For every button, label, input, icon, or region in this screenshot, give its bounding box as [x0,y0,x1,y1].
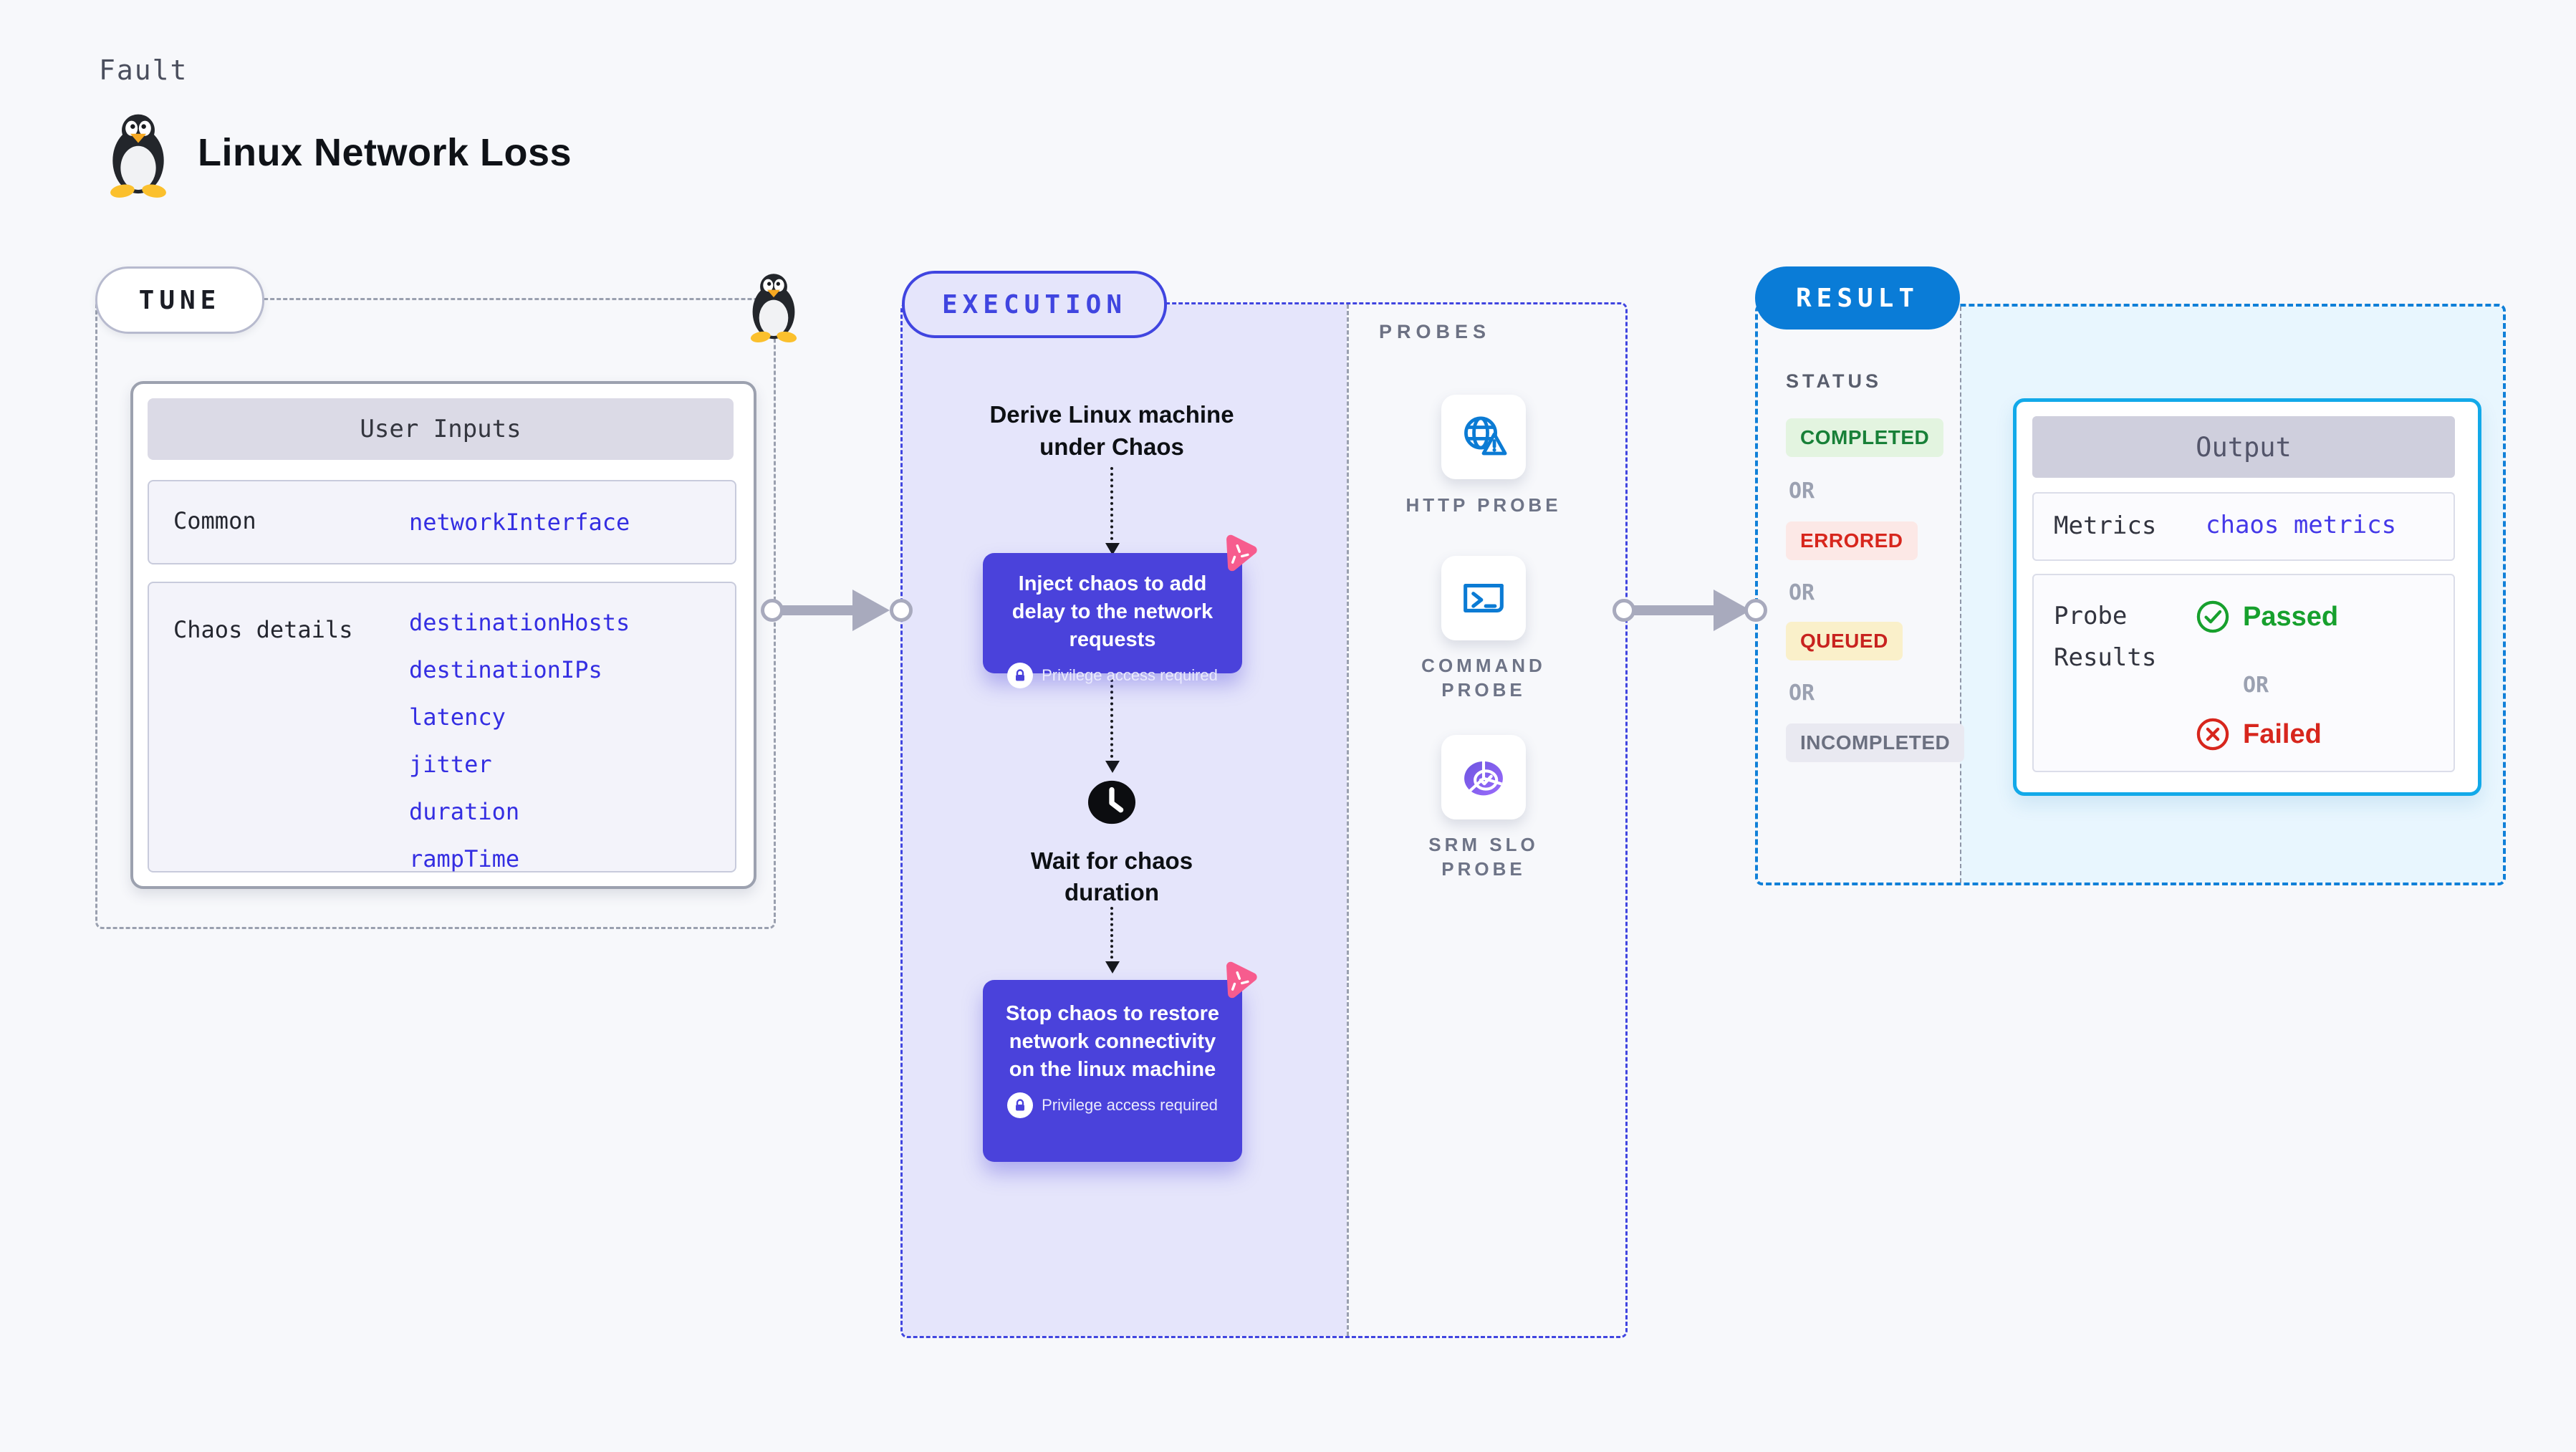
flow-arrow [1110,679,1113,764]
passed-verdict: Passed [2194,598,2338,635]
flow-arrow-head [1105,961,1120,973]
chaos-icon [1226,961,1257,999]
connector-dot [1744,599,1767,622]
user-inputs-card: User Inputs Common networkInterface Chao… [130,381,756,889]
output-card: Output Metrics chaos metrics Probe Resul… [2013,398,2481,796]
connector-dot [761,599,784,622]
lock-icon [1007,1092,1034,1118]
srm-slo-probe-label: SRM SLO PROBE [1428,834,1539,880]
metrics-label: Metrics [2054,511,2157,540]
command-probe-label: COMMAND PROBE [1421,655,1546,701]
chaos-icon [1226,534,1257,572]
stop-step-label: Stop chaos to restore network connectivi… [1005,1002,1220,1081]
arrow-tune-to-execution [781,605,852,615]
inject-chaos-step: Inject chaos to add delay to the network… [983,553,1242,688]
command-probe-card [1441,556,1526,640]
input-value: jitter [409,751,492,778]
user-inputs-header: User Inputs [148,398,734,460]
row-label: Chaos details [173,616,353,643]
flow-arrow-head [1105,761,1120,773]
srm-slo-probe-card [1441,735,1526,819]
probe-results-label: Probe Results [2054,602,2157,672]
input-value: duration [409,798,520,825]
or-separator: OR [2243,673,2269,698]
page-title: Linux Network Loss [198,131,572,174]
slo-pie-check-icon [1464,759,1503,796]
check-circle-icon [2196,600,2229,633]
connector-dot [1613,599,1635,622]
flow-arrow [1110,467,1113,546]
metrics-row: Metrics chaos metrics [2032,492,2455,561]
or-separator: OR [1789,580,1815,605]
metrics-value: chaos metrics [2206,511,2397,539]
arrow-execution-to-result [1633,605,1714,615]
terminal-icon [1464,584,1504,612]
privilege-note: Privilege access required [1042,1096,1218,1114]
or-separator: OR [1789,681,1815,706]
derive-step-label: Derive Linux machine under Chaos [989,401,1234,460]
input-value: networkInterface [409,509,630,536]
failed-label: Failed [2243,718,2322,749]
tux-penguin-icon-small [750,274,797,342]
execution-pill: EXECUTION [902,271,1167,338]
flow-arrow-head [1105,543,1120,555]
probes-label: PROBES [1379,321,1491,342]
result-pill: RESULT [1755,266,1960,330]
fault-kicker: Fault [99,54,188,86]
clock-icon [1087,780,1136,824]
input-value: destinationHosts [409,609,630,636]
lock-icon [1007,663,1034,688]
stop-chaos-step: Stop chaos to restore network connectivi… [983,980,1242,1162]
failed-verdict: Failed [2194,716,2322,753]
tune-pill: TUNE [95,266,264,334]
output-header: Output [2032,416,2455,478]
or-separator: OR [1789,479,1815,504]
probe-results-row: Probe Results Passed OR Failed [2032,574,2455,772]
row-label: Common [173,507,256,534]
globe-alert-icon [1464,416,1507,456]
input-value: latency [409,703,506,731]
http-probe-card [1441,395,1526,479]
connector-dot [890,599,913,622]
tux-penguin-icon [110,114,166,198]
wait-step-label: Wait for chaos duration [1030,847,1193,905]
user-inputs-row-chaos-details: Chaos details destinationHosts destinati… [148,582,736,872]
user-inputs-row-common: Common networkInterface [148,480,736,564]
input-value: destinationIPs [409,656,602,683]
inject-step-label: Inject chaos to add delay to the network… [1011,572,1213,651]
status-badge-incompleted: INCOMPLETED [1786,723,1965,762]
arrow-head [852,590,890,631]
status-badge-queued: QUEUED [1786,622,1903,660]
http-probe-label: HTTP PROBE [1405,494,1562,516]
status-badge-errored: ERRORED [1786,521,1918,560]
status-label: STATUS [1786,370,1882,392]
privilege-note: Privilege access required [1042,666,1218,684]
passed-label: Passed [2243,601,2339,632]
input-value: rampTime [409,845,520,872]
status-badge-completed: COMPLETED [1786,418,1944,457]
x-circle-icon [2196,718,2229,751]
flow-arrow [1110,907,1113,964]
